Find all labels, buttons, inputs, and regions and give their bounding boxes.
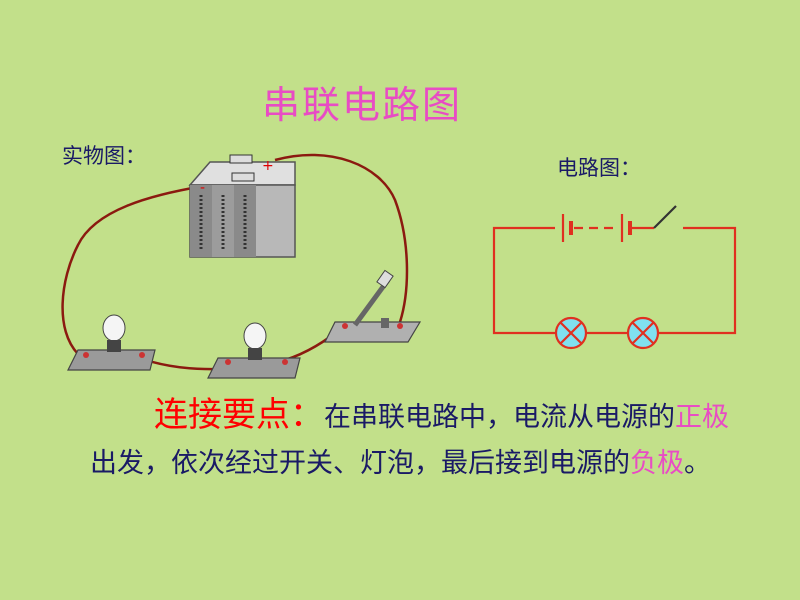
schematic-wire-right — [658, 226, 737, 335]
summary-part2: 出发，依次经过开关、灯泡，最后接到电源的 — [90, 448, 630, 479]
summary-end: 。 — [684, 448, 711, 479]
bulb-icon — [102, 314, 126, 342]
wire-battery-to-bulb1 — [61, 184, 205, 355]
bulb-icon — [243, 322, 267, 350]
bulb-board-1 — [67, 314, 156, 371]
summary-part1: 在串联电路中，电流从电源的 — [324, 402, 675, 433]
schematic-wire-left — [492, 226, 555, 335]
schematic-battery — [561, 214, 632, 242]
schematic-switch — [653, 205, 677, 229]
schematic-circuit — [492, 226, 737, 335]
summary-text: 连接要点：在串联电路中，电流从电源的正极出发，依次经过开关、灯泡，最后接到电源的… — [90, 392, 750, 487]
schematic-lamp-1 — [554, 316, 588, 350]
negative-pole-text: 负极 — [630, 448, 684, 479]
switch-handle — [376, 269, 394, 289]
battery-terminal — [229, 154, 253, 164]
battery-terminal — [231, 172, 255, 182]
wire-battery-to-switch — [274, 153, 409, 323]
circuit-diagram-label: 电路图： — [557, 156, 641, 180]
positive-terminal-mark: + — [262, 158, 274, 174]
negative-terminal-mark: - — [200, 180, 205, 196]
battery-box: - + — [188, 154, 296, 258]
page-title: 串联电路图 — [262, 83, 463, 127]
real-diagram-label: 实物图： — [62, 144, 146, 168]
switch-blade — [352, 278, 391, 327]
positive-pole-text: 正极 — [675, 402, 729, 433]
summary-lead: 连接要点： — [154, 395, 324, 435]
schematic-lamp-2 — [626, 316, 660, 350]
bulb-board-2 — [207, 322, 301, 379]
switch-board — [324, 269, 422, 343]
